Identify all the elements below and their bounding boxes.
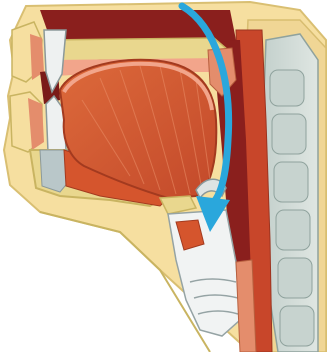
vertebra-c6 [280,306,314,346]
vertebra-c3 [274,162,308,202]
vertebra-c1 [270,70,304,106]
esophagus [236,260,256,352]
vertebra-c4 [276,210,310,250]
vertebra-c2 [272,114,306,154]
vertebra-c5 [278,258,312,298]
